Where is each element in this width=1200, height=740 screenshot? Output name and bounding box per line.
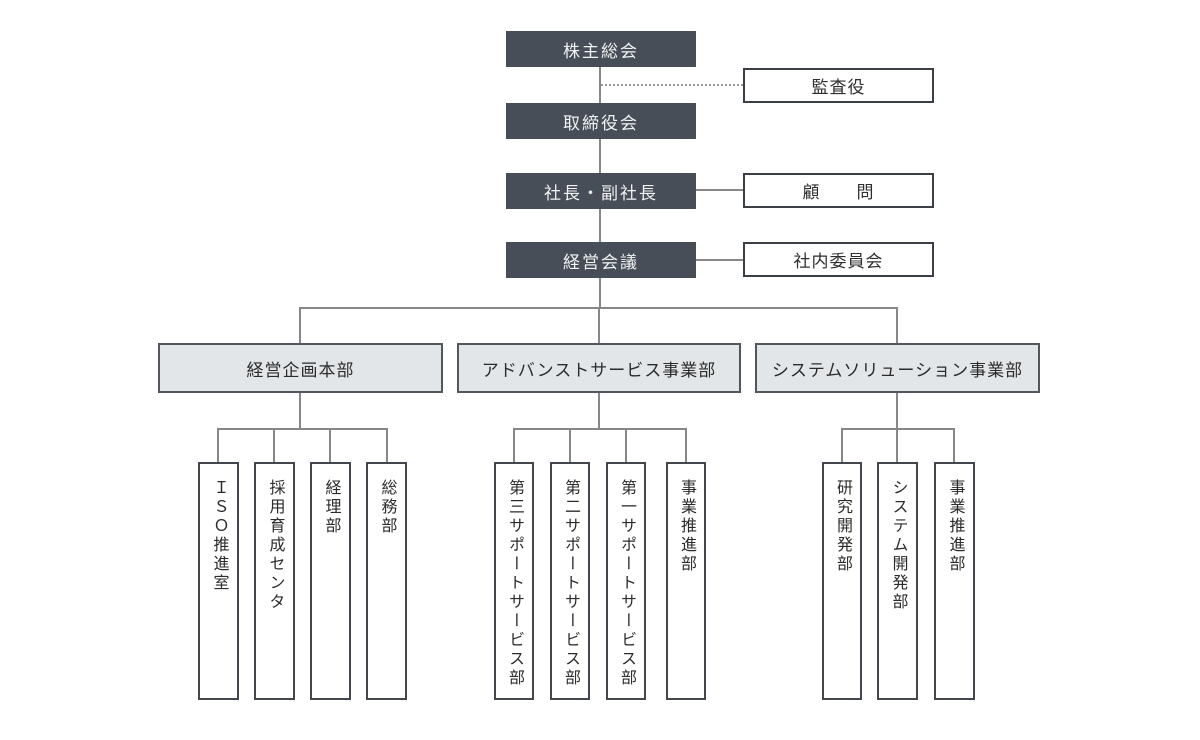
connector-internal-committee (696, 259, 743, 261)
connector-spine-4 (599, 278, 601, 307)
connector-fan3-drop-1 (841, 428, 843, 462)
org-node-dept-research-development: 研究開発部 (822, 462, 862, 700)
org-node-auditor: 監査役 (743, 68, 934, 103)
connector-fan3-bar (841, 428, 955, 430)
org-node-management-council: 経営会議 (506, 242, 696, 278)
connector-spine-1 (599, 67, 601, 103)
dept-label: システム開発部 (889, 479, 907, 612)
org-node-dept-accounting: 経理部 (310, 462, 351, 700)
dept-label: 採用育成センタ (266, 479, 284, 612)
org-node-dept-second-support-service: 第二サポートサービス部 (550, 462, 590, 700)
connector-fan2-drop-2 (569, 428, 571, 462)
org-node-dept-general-affairs: 総務部 (366, 462, 407, 700)
dept-label: 事業推進部 (678, 479, 695, 574)
org-node-president-vice-president: 社長・副社長 (506, 173, 696, 209)
org-node-dept-third-support-service: 第三サポートサービス部 (494, 462, 534, 700)
connector-fan2-drop-1 (513, 428, 515, 462)
connector-spine-2 (599, 139, 601, 173)
connector-fan2-stem (598, 393, 600, 428)
connector-fan3-drop-2 (896, 428, 898, 462)
connector-fan1-drop-1 (217, 428, 219, 462)
org-node-board-of-directors: 取締役会 (506, 103, 696, 139)
connector-dotted-auditor (601, 84, 743, 86)
dept-label: 経理部 (322, 479, 340, 536)
org-node-dept-business-promotion-2: 事業推進部 (666, 462, 706, 700)
org-node-shareholders-meeting: 株主総会 (506, 31, 696, 67)
org-node-dept-iso-promotion: ＩＳＯ推進室 (198, 462, 239, 700)
org-node-dept-business-promotion-3: 事業推進部 (934, 462, 975, 700)
connector-fan2-drop-4 (685, 428, 687, 462)
connector-fan2-bar (513, 428, 687, 430)
connector-advisor (696, 189, 743, 191)
org-node-division-corporate-planning: 経営企画本部 (158, 343, 443, 393)
connector-drop-division-3 (896, 307, 898, 343)
org-node-dept-system-development: システム開発部 (877, 462, 918, 700)
org-node-division-advanced-service: アドバンストサービス事業部 (457, 343, 741, 393)
dept-label: 第一サポートサービス部 (618, 479, 635, 688)
org-node-advisor: 顧 問 (743, 173, 934, 208)
dept-label: 事業推進部 (946, 479, 964, 574)
connector-fan2-drop-3 (625, 428, 627, 462)
org-node-dept-recruiting-training-center: 採用育成センタ (254, 462, 295, 700)
org-node-internal-committee: 社内委員会 (743, 242, 934, 277)
dept-label: ＩＳＯ推進室 (210, 479, 228, 593)
dept-label: 総務部 (378, 479, 396, 536)
dept-label: 研究開発部 (834, 479, 851, 574)
org-node-division-system-solution: システムソリューション事業部 (755, 343, 1040, 393)
dept-label: 第二サポートサービス部 (562, 479, 579, 688)
connector-fan1-drop-2 (273, 428, 275, 462)
connector-fan1-stem (299, 393, 301, 428)
connector-drop-division-2 (598, 307, 600, 343)
connector-fan3-stem (896, 393, 898, 428)
dept-label: 第三サポートサービス部 (506, 479, 523, 688)
connector-drop-division-1 (299, 307, 301, 343)
connector-fan1-drop-4 (386, 428, 388, 462)
connector-spine-3 (599, 209, 601, 242)
connector-fan1-drop-3 (329, 428, 331, 462)
connector-fan1-bar (217, 428, 388, 430)
org-node-dept-first-support-service: 第一サポートサービス部 (606, 462, 646, 700)
connector-fan3-drop-3 (953, 428, 955, 462)
